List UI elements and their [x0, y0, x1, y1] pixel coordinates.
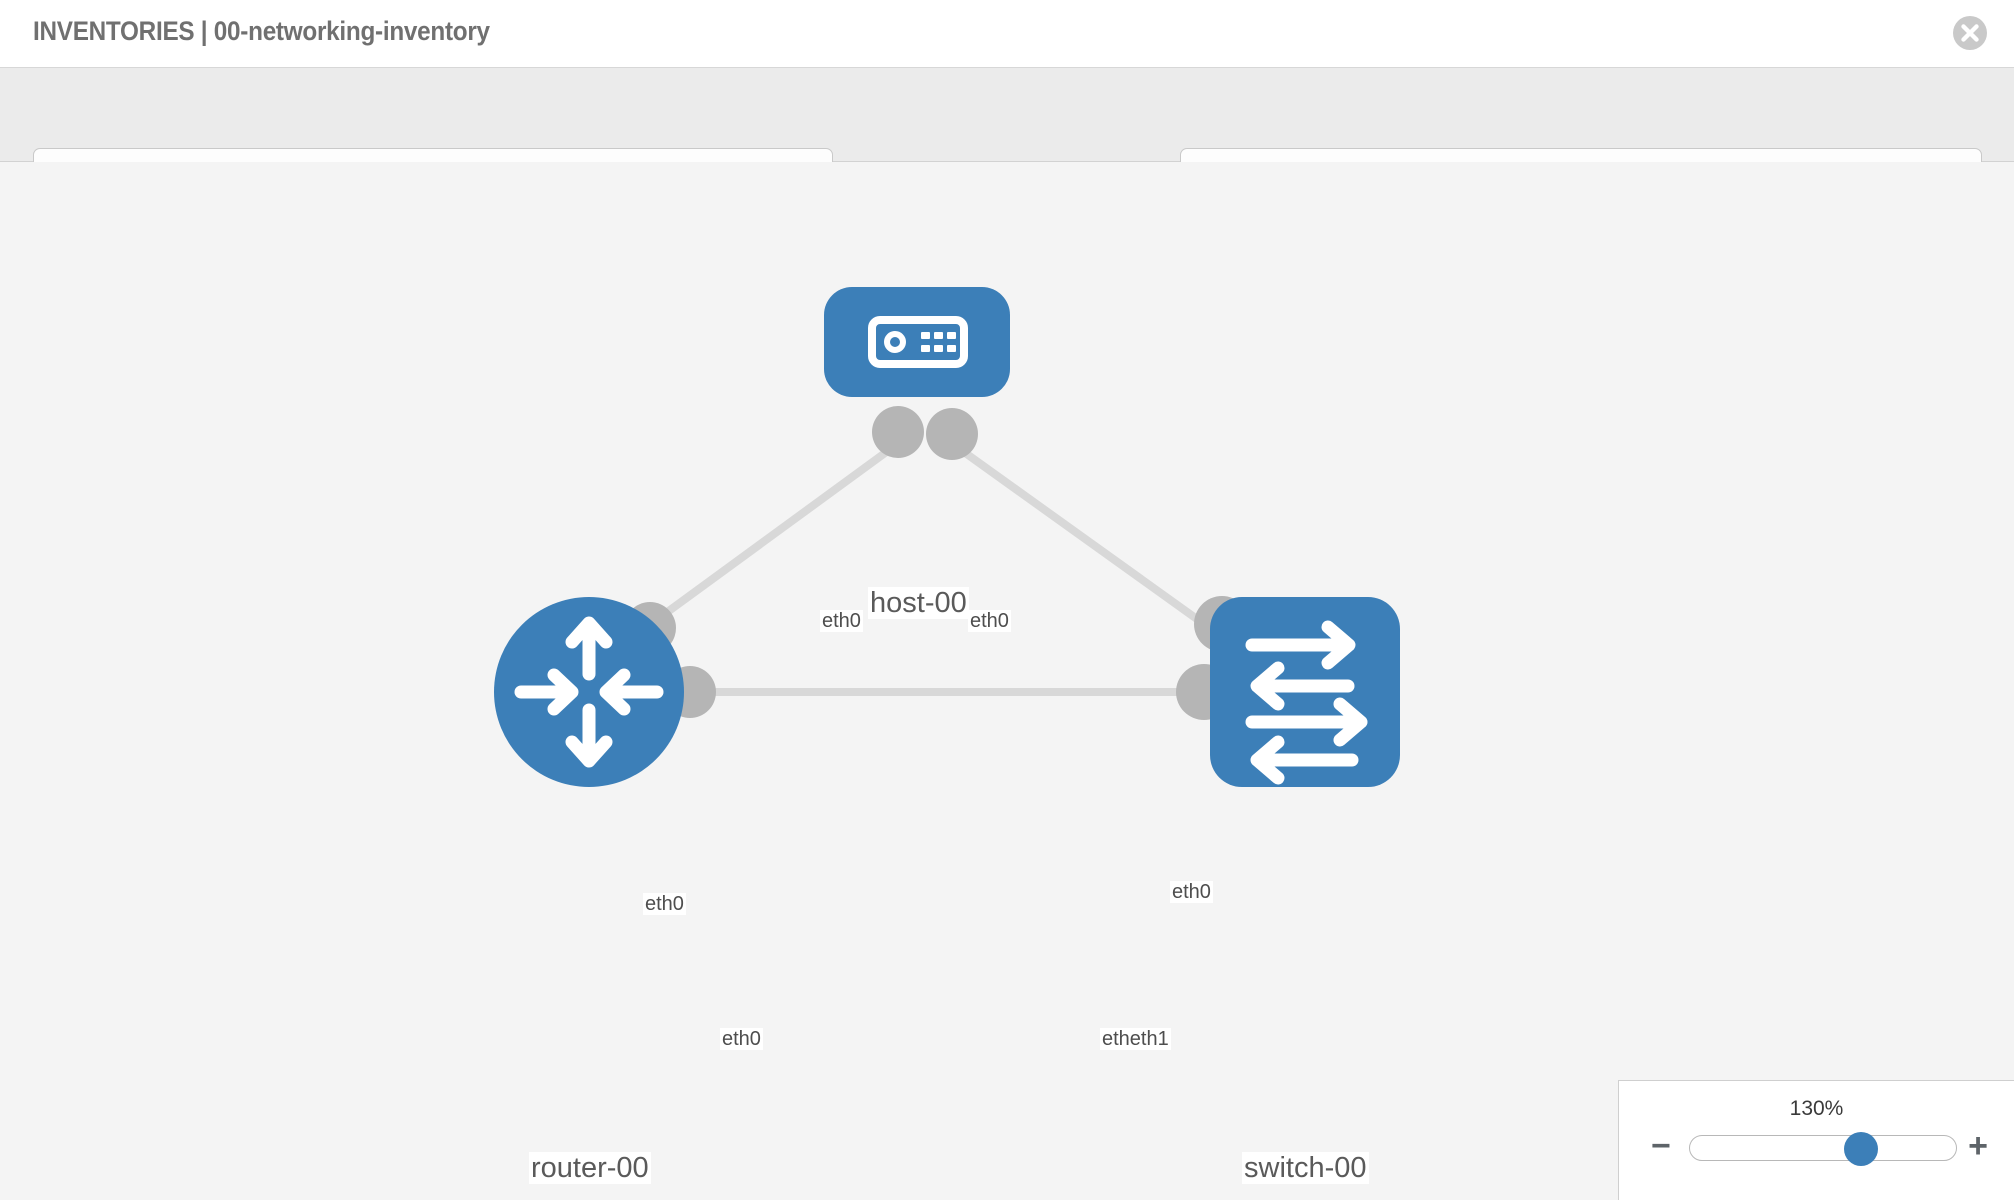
port-label-host-left: eth0: [820, 610, 863, 633]
port-label-switch-top: eth0: [1170, 881, 1213, 904]
zoom-control: 130% − +: [1618, 1080, 2014, 1200]
link-host-switch: [947, 438, 1218, 636]
topology-graph: [494, 287, 1400, 787]
node-switch-00: [1210, 597, 1400, 787]
node-label-host-00[interactable]: host-00: [868, 587, 969, 620]
zoom-in-button[interactable]: +: [1968, 1127, 1988, 1165]
server-icon: [868, 316, 968, 368]
zoom-out-button[interactable]: −: [1651, 1127, 1671, 1165]
port-label-router-top: eth0: [643, 893, 686, 916]
port-label-router-right: eth0: [720, 1028, 763, 1051]
port-label-switch-left: etheth1: [1100, 1028, 1171, 1051]
node-router-00: [494, 597, 684, 787]
link-layer: [637, 438, 1218, 696]
port-host-left: [872, 406, 924, 458]
page-title: INVENTORIES | 00-networking-inventory: [33, 16, 490, 46]
port-label-host-right: eth0: [968, 610, 1011, 633]
page-header: INVENTORIES | 00-networking-inventory: [0, 0, 2014, 68]
router-arrows-icon: [514, 616, 664, 768]
port-host-right: [926, 408, 978, 460]
port-layer: [624, 406, 1250, 720]
node-label-router-00[interactable]: router-00: [529, 1152, 651, 1185]
toolbar: ACTIONS SEARCH: [0, 68, 2014, 200]
topology-canvas[interactable]: host-00 router-00 switch-00 eth0 eth0 et…: [0, 162, 2014, 1200]
zoom-slider-thumb[interactable]: [1844, 1132, 1878, 1166]
close-icon[interactable]: [1950, 13, 1990, 53]
zoom-slider[interactable]: [1689, 1132, 1957, 1166]
zoom-percent-label: 130%: [1789, 1097, 1844, 1120]
node-label-switch-00[interactable]: switch-00: [1242, 1152, 1369, 1185]
link-host-router: [637, 438, 903, 636]
node-host-00: [824, 287, 1010, 397]
switch-arrows-icon: [1245, 620, 1368, 785]
